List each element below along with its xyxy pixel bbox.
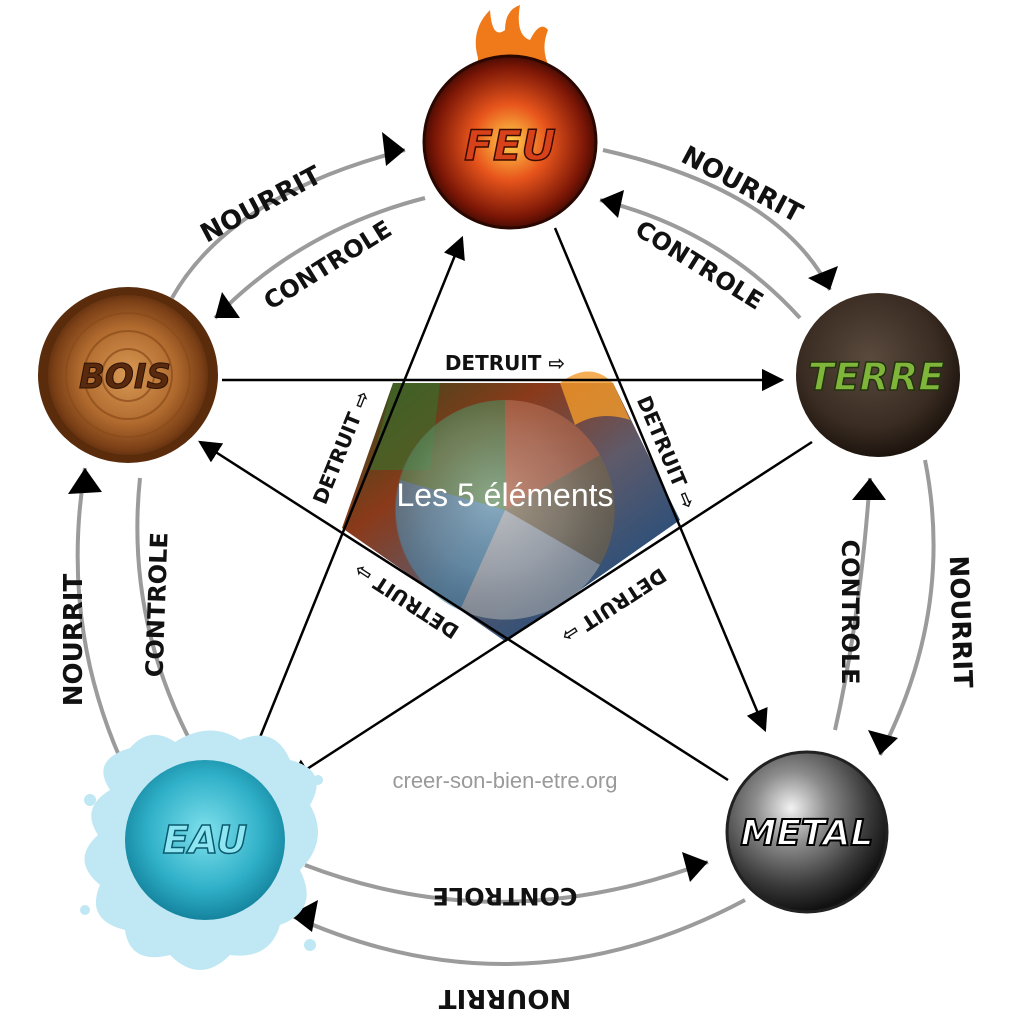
- feu-label: FEU: [464, 121, 556, 170]
- arc-feu-bois-controle: [213, 196, 426, 320]
- flame-icon: [475, 5, 550, 68]
- watermark: creer-son-bien-etre.org: [393, 768, 618, 793]
- center-image: Les 5 éléments: [342, 371, 680, 642]
- arc-terre-feu-controle: [599, 198, 802, 320]
- element-bois: BOIS: [38, 287, 218, 463]
- label-nourrit-terre-metal: NOURRIT: [943, 555, 978, 689]
- line-metal-bois: [198, 440, 729, 782]
- label-controle-bois-eau: CONTROLE: [140, 532, 173, 678]
- label-detruit-bois-terre: DETRUIT ⇨: [445, 351, 565, 375]
- outer-arcs: [75, 148, 936, 966]
- line-terre-eau: [288, 440, 813, 782]
- arc-metal-terre-controle: [833, 477, 872, 731]
- element-feu: FEU: [422, 5, 598, 230]
- line-eau-feu: [248, 235, 465, 763]
- bois-label: BOIS: [79, 357, 171, 397]
- label-controle-eau-metal: CONTROLE: [432, 882, 577, 910]
- element-metal: METAL: [725, 750, 889, 914]
- label-nourrit-metal-eau: NOURRIT: [439, 983, 572, 1013]
- arc-eau-metal-controle: [304, 860, 709, 904]
- label-controle-metal-terre: CONTROLE: [836, 539, 864, 684]
- arc-eau-bois-nourrit: [75, 467, 122, 759]
- arc-metal-eau-nourrit: [289, 898, 746, 966]
- star-lines: [198, 227, 813, 782]
- terre-label: TERRE: [808, 355, 944, 399]
- center-title: Les 5 éléments: [396, 477, 613, 513]
- metal-label: METAL: [741, 813, 874, 854]
- element-eau: EAU: [80, 730, 323, 970]
- element-terre: TERRE: [796, 293, 960, 457]
- line-feu-metal: [553, 227, 768, 733]
- arc-bois-feu-nourrit: [170, 148, 406, 299]
- label-nourrit-feu-terre: NOURRIT: [676, 141, 807, 230]
- label-nourrit-bois-feu: NOURRIT: [196, 160, 327, 249]
- eau-label: EAU: [163, 818, 248, 862]
- label-controle-terre-feu: CONTROLE: [630, 215, 768, 316]
- arc-terre-metal-nourrit: [878, 459, 936, 756]
- label-nourrit-eau-bois: NOURRIT: [59, 574, 89, 707]
- arc-feu-terre-nourrit: [602, 148, 832, 291]
- arc-bois-eau-controle: [135, 477, 197, 751]
